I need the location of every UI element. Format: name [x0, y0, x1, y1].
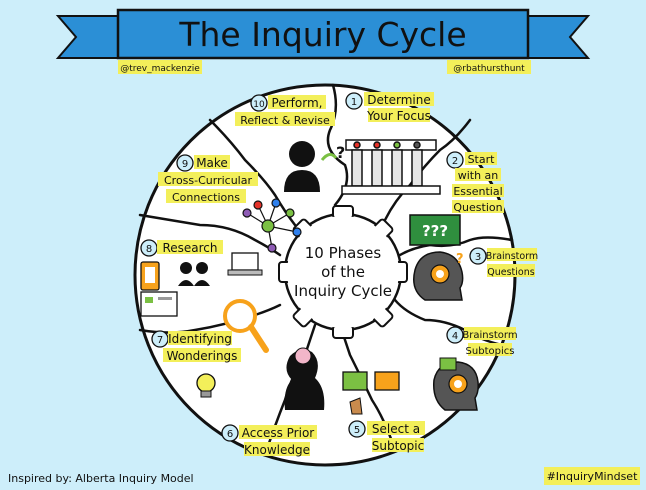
author-left: @trev_mackenzie — [118, 60, 202, 74]
phase-10-number: 10 — [253, 100, 265, 110]
phase-3-label-line2: Questions — [487, 267, 534, 278]
footer-hashtag: #InquiryMindset — [547, 470, 638, 483]
thinking-head-icon: ? — [413, 251, 464, 301]
svg-text:?: ? — [456, 252, 464, 267]
phase-10-label-line2: Reflect & Revise — [240, 114, 330, 127]
phase-7-label-line1: Identifying — [168, 332, 232, 346]
person-silhouette-icon: ? — [284, 141, 345, 192]
phase-2-label-line1: Start — [468, 153, 496, 166]
person-brain-icon — [284, 347, 325, 410]
center-title-line1: 10 Phases — [305, 244, 382, 262]
author-right-handle: @rbathursthunt — [453, 64, 525, 74]
phase-5-label-line1: Select a — [372, 422, 420, 436]
phase-3-number: 3 — [475, 252, 481, 263]
svg-text:?: ? — [336, 143, 345, 162]
pillars-icon — [341, 139, 441, 195]
phase-1-label-line1: Determine — [367, 93, 430, 107]
phase-9: 9 Make Cross-Curricular Connections — [158, 154, 302, 253]
phase-10-label-line1: Perform, — [272, 96, 323, 110]
phase-6-label-line1: Access Prior — [242, 426, 315, 440]
phase-6-label-line2: Knowledge — [244, 443, 310, 457]
phase-3-label-line1: Brainstorm — [486, 251, 538, 262]
phase-6-number-badge — [221, 424, 239, 442]
phase-4-number-badge — [446, 326, 464, 344]
phase-6-number: 6 — [227, 429, 233, 440]
phase-9-label-line2: Cross-Curricular — [164, 174, 252, 187]
phase-1-label-line2: Your Focus — [366, 109, 431, 123]
title-banner: The Inquiry Cycle — [55, 8, 591, 60]
center-title-line2: of the — [321, 263, 365, 281]
speech-bubbles-icon — [342, 371, 400, 415]
magnifying-glass-icon — [223, 299, 269, 353]
phase-10-number-badge — [250, 94, 268, 112]
author-right: @rbathursthunt — [447, 60, 531, 74]
phase-10: 10 Perform, Reflect & Revise ? — [235, 94, 345, 192]
phase-4-label-line1: Brainstorm — [462, 330, 517, 341]
page-title: The Inquiry Cycle — [178, 15, 466, 54]
phase-3: 3 Brainstorm Questions ? — [413, 247, 538, 301]
phase-7: 7 Identifying Wonderings — [151, 299, 269, 398]
phase-3-number-badge — [469, 247, 487, 265]
footer: Inspired by: Alberta Inquiry Model #Inqu… — [8, 467, 640, 485]
chalkboard-question-marks: ??? — [422, 222, 448, 240]
research-tools-icon — [140, 252, 263, 317]
phase-9-number: 9 — [182, 159, 188, 170]
phase-2-label-line4: Question — [453, 201, 502, 214]
phase-5-number: 5 — [354, 425, 360, 436]
phase-8-label-line1: Research — [162, 241, 217, 255]
center-title-line3: Inquiry Cycle — [294, 282, 392, 300]
chalkboard-icon: ??? — [409, 214, 461, 246]
author-left-handle: @trev_mackenzie — [120, 64, 200, 74]
phase-4: 4 Brainstorm Subtopics — [432, 326, 518, 411]
phase-1-number-badge — [345, 92, 363, 110]
phase-6: 6 Access Prior Knowledge — [221, 347, 325, 457]
phase-1-number: 1 — [351, 97, 357, 108]
footer-credit: Inspired by: Alberta Inquiry Model — [8, 472, 194, 485]
phase-9-number-badge — [176, 154, 194, 172]
phase-7-number: 7 — [157, 335, 163, 346]
phase-2-number: 2 — [452, 156, 458, 167]
phase-9-label-line3: Connections — [172, 191, 240, 204]
phase-5-number-badge — [348, 420, 366, 438]
phase-8: 8 Research — [140, 239, 263, 317]
phase-2: 2 Start with an Essential Question ??? — [409, 151, 504, 246]
phase-5-label-line2: Subtopic — [372, 439, 424, 453]
network-icon — [242, 198, 302, 253]
phase-4-label-line2: Subtopics — [466, 346, 515, 357]
lightbulb-icon — [196, 373, 216, 398]
phase-2-label-line3: Essential — [453, 185, 502, 198]
phase-2-label-line2: with an — [458, 169, 499, 182]
phase-9-label-line1: Make — [196, 156, 228, 170]
phase-4-number: 4 — [452, 331, 458, 342]
phase-7-label-line2: Wonderings — [167, 349, 238, 363]
phase-1: 1 Determine Your Focus — [341, 92, 441, 195]
gear-head-icon — [432, 357, 479, 411]
phase-8-number: 8 — [146, 244, 152, 255]
phase-5: 5 Select a Subtopic — [342, 371, 425, 453]
